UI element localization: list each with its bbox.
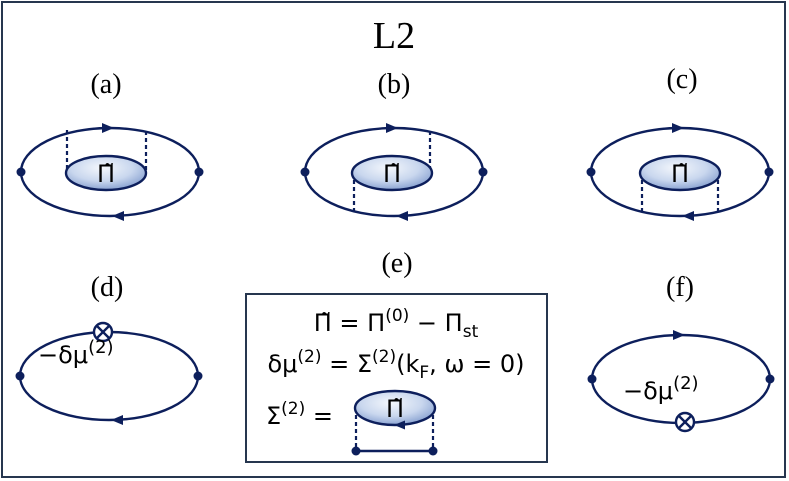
panel-label-e: (e): [381, 248, 412, 279]
arrow-right-icon: [386, 123, 398, 133]
panel-label-c: (c): [666, 64, 697, 95]
blob-label: Π̃: [383, 160, 401, 188]
external-vertex: [194, 167, 204, 177]
figure-title: L2: [373, 15, 415, 57]
panel-label-f: (f): [666, 272, 694, 303]
arrow-left-icon: [394, 420, 405, 430]
external-vertex: [351, 446, 361, 456]
definitions-box: Π̃ = Π(0) − Πst δμ(2) = Σ(2)(kF, ω = 0) …: [245, 293, 548, 463]
external-vertex: [586, 167, 596, 177]
external-vertex: [15, 371, 25, 381]
external-vertex: [193, 371, 203, 381]
equation-pi-tilde: Π̃ = Π(0) − Πst: [314, 306, 479, 342]
counterterm-cross-icon: [95, 324, 111, 340]
diagram-b: Π̃: [300, 123, 488, 221]
counterterm-cross-icon: [677, 414, 693, 430]
external-vertex: [16, 167, 26, 177]
blob-label: Π̃: [386, 395, 404, 423]
equation-delta-mu: δμ(2) = Σ(2)(kF, ω = 0): [267, 347, 524, 383]
external-vertex: [428, 446, 438, 456]
polarization-blob: [638, 154, 722, 192]
definitions-box-border: [245, 293, 548, 463]
external-vertex: [478, 167, 488, 177]
blob-label: Π̃: [671, 160, 689, 188]
arrow-left-icon: [112, 211, 124, 221]
diagram-c: Π̃: [586, 123, 774, 221]
polarization-blob: [350, 154, 434, 192]
arrow-left-icon: [111, 415, 123, 425]
panel-label-a: (a): [90, 69, 121, 100]
external-vertex: [764, 167, 774, 177]
arrow-left-icon: [396, 211, 408, 221]
diagram-d: −δμ(2): [15, 321, 203, 425]
diagram-f: −δμ(2): [587, 330, 775, 433]
arrow-left-icon: [682, 211, 694, 221]
counterterm-label: −δμ(2): [623, 373, 699, 405]
external-vertex: [300, 167, 310, 177]
equation-sigma: Σ(2) =: [266, 399, 333, 430]
arrow-right-icon: [672, 123, 684, 133]
external-vertex: [587, 374, 597, 384]
panel-label-d: (d): [91, 272, 124, 303]
panel-label-b: (b): [378, 69, 411, 100]
polarization-blob: [64, 154, 148, 192]
counterterm-label: −δμ(2): [38, 337, 114, 369]
arrow-right-icon: [102, 123, 114, 133]
diagram-a: Π̃: [16, 123, 204, 221]
arrow-right-icon: [673, 330, 685, 340]
external-vertex: [765, 374, 775, 384]
blob-label: Π̃: [97, 160, 115, 188]
